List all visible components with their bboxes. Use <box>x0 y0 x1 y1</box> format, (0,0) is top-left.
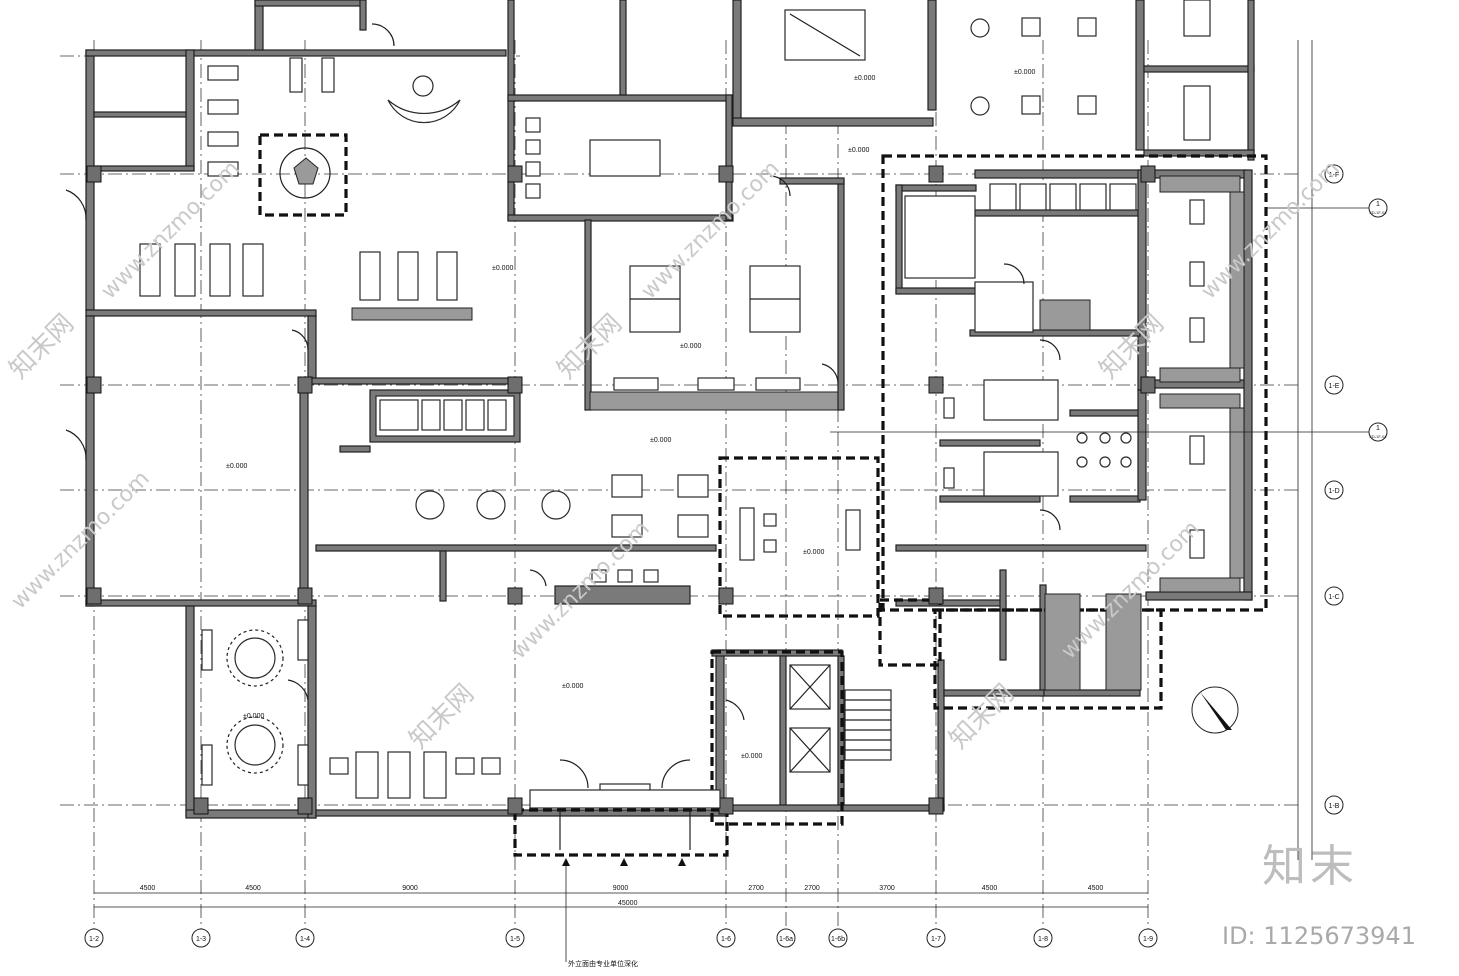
dimension-label: 4500 <box>982 885 998 892</box>
watermark-image-id: ID: 1125673941 <box>1222 922 1416 950</box>
grid-bubble <box>776 928 796 948</box>
watermark-site: www.znzmo.com <box>7 466 155 614</box>
grid-bubble-label: 1-7 <box>931 936 941 943</box>
dimension-label: 9000 <box>613 885 629 892</box>
level-label: ±0.000 <box>562 683 583 690</box>
grid-bubble <box>1324 164 1344 184</box>
grid-bubble-label: 1-2 <box>89 936 99 943</box>
grid-bubble-label: 1-8 <box>1038 936 1048 943</box>
grid-bubble-label: 1-3 <box>196 936 206 943</box>
dimension-label: 4500 <box>1088 885 1104 892</box>
walls <box>85 0 1255 819</box>
grid-bubble-label: 1-6a <box>779 936 793 943</box>
section-sheet: FD-1F-01 <box>1369 210 1387 215</box>
grid-bubble-label: 1-4 <box>300 936 310 943</box>
level-marks: ±0.000 ±0.000 ±0.000 ±0.000 ±0.000 ±0.00… <box>226 69 1035 760</box>
watermark-brand: 知末 <box>1262 841 1358 892</box>
dimension-label: 2700 <box>804 885 820 892</box>
grid-bubble <box>505 928 525 948</box>
grid-bubble <box>716 928 736 948</box>
lounge-sofas <box>379 399 507 431</box>
stair <box>844 689 892 761</box>
grid-bubble <box>1324 795 1344 815</box>
grid-bubble <box>295 928 315 948</box>
level-label: ±0.000 <box>848 147 869 154</box>
grid-bubble <box>84 928 104 948</box>
grid-bubbles-bottom: 1-2 1-3 1-4 1-5 1-6 1-6a 1-6b 1-7 1-8 1-9 <box>84 928 1158 948</box>
grid-bubble-label: 1-5 <box>510 936 520 943</box>
level-label: ±0.000 <box>741 753 762 760</box>
grid-bubble-label: 1-6b <box>831 936 845 943</box>
dimension-total: 45000 <box>618 900 638 907</box>
dimension-label: 2700 <box>748 885 764 892</box>
grid-bubble <box>1324 480 1344 500</box>
dimension-label: 4500 <box>140 885 156 892</box>
section-number: 1 <box>1376 201 1380 208</box>
treadmills <box>139 243 264 297</box>
grid-bubble-label: 1-E <box>1329 383 1340 390</box>
grid-bubbles-right: 1-F 1-E 1-D 1-C 1-B <box>1324 164 1344 815</box>
dining-tables <box>415 474 709 538</box>
level-label: ±0.000 <box>854 75 875 82</box>
watermark-site-cn: 知末网 <box>1094 309 1170 385</box>
structural-columns <box>86 165 1156 815</box>
level-label: ±0.000 <box>226 463 247 470</box>
grid-bubble <box>1324 375 1344 395</box>
weight-rack <box>207 57 335 177</box>
grid-bubble-label: 1-C <box>1328 594 1339 601</box>
dimension-labels: 4500 4500 9000 9000 2700 2700 3700 4500 4500 <box>140 885 1104 892</box>
furniture <box>65 0 1245 850</box>
dimension-lines <box>94 40 1313 908</box>
lobby-seating <box>329 751 501 799</box>
grid-bubble-label: 1-D <box>1328 488 1339 495</box>
level-label: ±0.000 <box>1014 69 1035 76</box>
dimension-label: 4500 <box>245 885 261 892</box>
grid-bubble <box>1033 928 1053 948</box>
grid-bubble-label: 1-B <box>1329 803 1340 810</box>
section-markers: 1 FD-1F-01 1 FD-1F-01 <box>830 198 1388 442</box>
grid-bubble <box>828 928 848 948</box>
section-sheet: FD-1F-01 <box>1369 434 1387 439</box>
dimension-label: 9000 <box>402 885 418 892</box>
bikes <box>359 251 458 301</box>
north-arrow-icon <box>1191 686 1239 734</box>
grid-bubble-label: 1-6 <box>721 936 731 943</box>
dashed-zones <box>258 133 1268 857</box>
level-label: ±0.000 <box>803 549 824 556</box>
entrance-arrows-icon <box>562 858 686 962</box>
level-label: ±0.000 <box>680 343 701 350</box>
section-number: 1 <box>1376 425 1380 432</box>
grid-bubble <box>926 928 946 948</box>
watermark-site-cn: 知末网 <box>4 309 80 385</box>
shower-stalls <box>989 183 1137 211</box>
grid-bubble-label: 1-9 <box>1143 936 1153 943</box>
level-label: ±0.000 <box>243 713 264 720</box>
grid-bubble <box>191 928 211 948</box>
watermark-site-cn: 知末网 <box>404 679 480 755</box>
round-tables <box>226 629 284 774</box>
level-label: ±0.000 <box>492 265 513 272</box>
dimension-label: 3700 <box>879 885 895 892</box>
entrance-note: 外立面由专业单位深化 <box>568 959 638 968</box>
lounge-chairs-billiard <box>525 117 541 199</box>
level-label: ±0.000 <box>650 437 671 444</box>
grid-bubble <box>1138 928 1158 948</box>
grid-bubble-label: 1-F <box>1329 172 1340 179</box>
grid-bubble <box>1324 586 1344 606</box>
